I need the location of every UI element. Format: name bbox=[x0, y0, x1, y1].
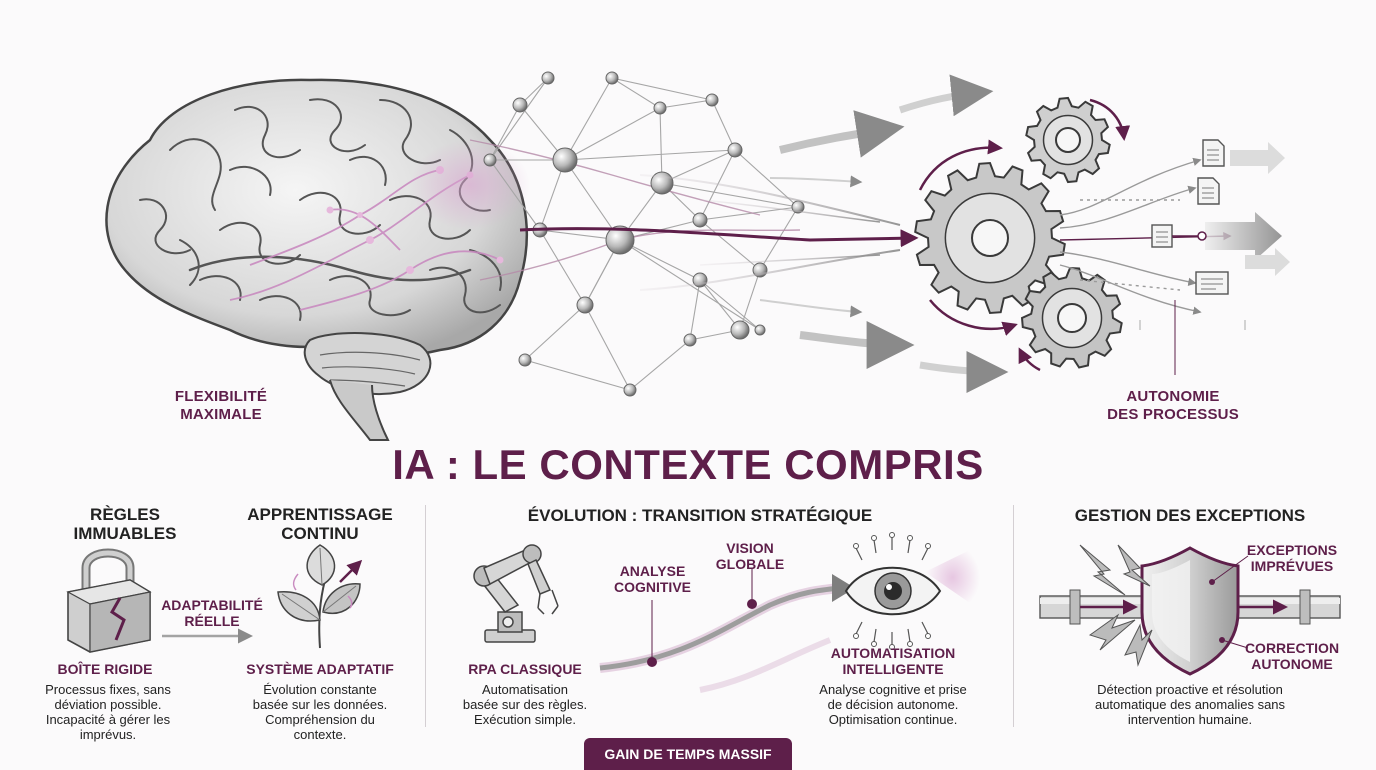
exceptions-title: GESTION DES EXCEPTIONS bbox=[1074, 506, 1306, 525]
flow-lines bbox=[519, 74, 1009, 393]
brain-illustration bbox=[105, 78, 530, 441]
gears-illustration bbox=[914, 96, 1131, 372]
rpa-subtitle: RPA CLASSIQUE bbox=[468, 661, 582, 677]
time-gain-badge: GAIN DE TEMPS MASSIF bbox=[584, 738, 792, 770]
plant-icon bbox=[277, 544, 363, 649]
evolution-arrow bbox=[599, 568, 855, 693]
page-title: IA : LE CONTEXTE COMPRIS bbox=[392, 441, 984, 488]
evolution-title: ÉVOLUTION : TRANSITION STRATÉGIQUE bbox=[527, 506, 873, 525]
adaptive-system-subtitle: SYSTÈME ADAPTATIF bbox=[246, 661, 394, 677]
rigid-box-subtitle: BOÎTE RIGIDE bbox=[57, 661, 153, 677]
section-divider bbox=[425, 505, 426, 727]
section-divider bbox=[1013, 505, 1014, 727]
eye-icon bbox=[844, 532, 980, 650]
output-flow bbox=[1059, 139, 1290, 375]
padlock-icon bbox=[66, 548, 152, 653]
neural-network-illustration bbox=[469, 71, 805, 397]
robot-arm-icon bbox=[473, 544, 559, 643]
shield-icon bbox=[1039, 544, 1341, 676]
